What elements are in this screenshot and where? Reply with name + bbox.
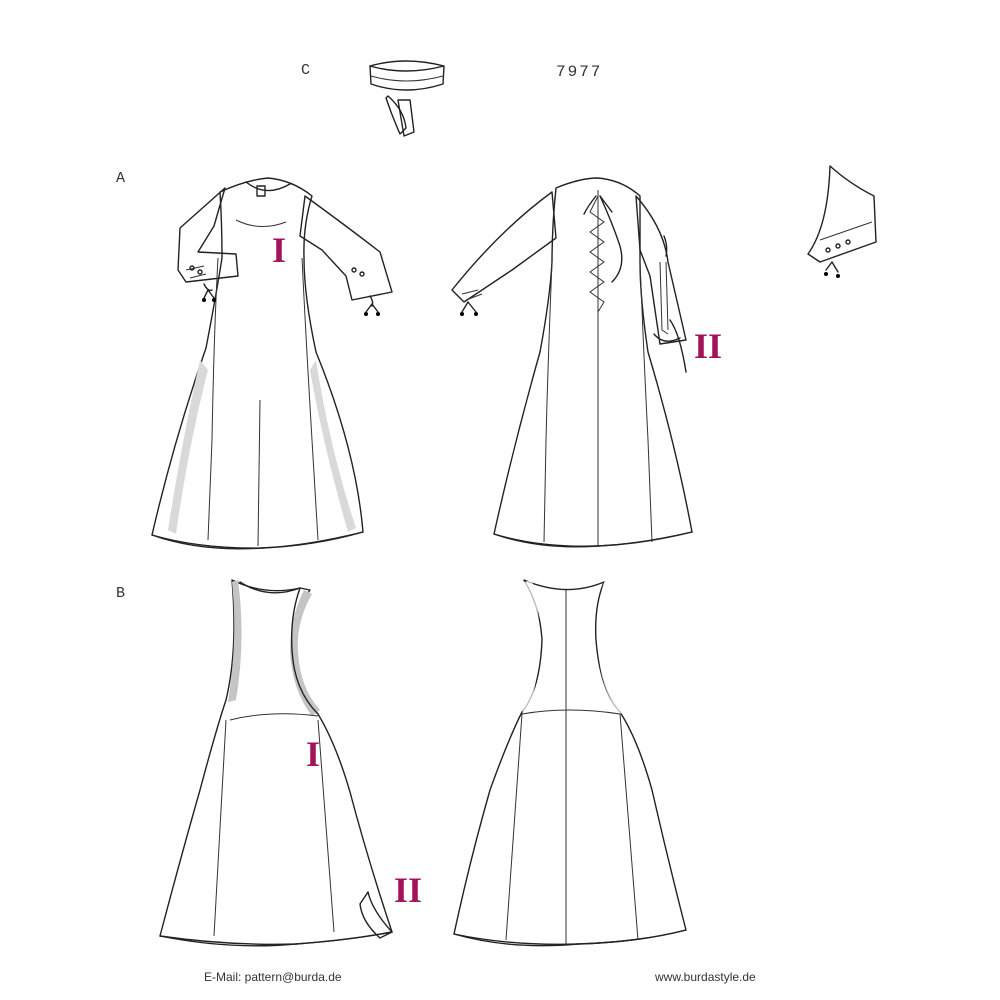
fabric-mark-b-front-lining: II (394, 870, 423, 910)
fabric-mark-a-back: II (694, 326, 723, 366)
view-a-back-dress (451, 177, 693, 548)
view-b-back-dress (453, 579, 687, 947)
view-label-a: A (116, 170, 127, 187)
view-label-b: B (116, 585, 127, 602)
footer-website: www.burdastyle.de (655, 970, 756, 984)
view-label-c: C (301, 62, 312, 79)
view-b-front-dress (159, 579, 393, 947)
fabric-mark-b-front-main: I (306, 734, 321, 774)
view-a-front-dress (151, 177, 393, 550)
pattern-number: 7977 (556, 63, 603, 81)
view-a-sleeve-detail (807, 165, 877, 278)
footer-email: E-Mail: pattern@burda.de (204, 970, 342, 984)
fabric-mark-a-front: I (272, 230, 287, 270)
view-c-headband (369, 60, 445, 137)
